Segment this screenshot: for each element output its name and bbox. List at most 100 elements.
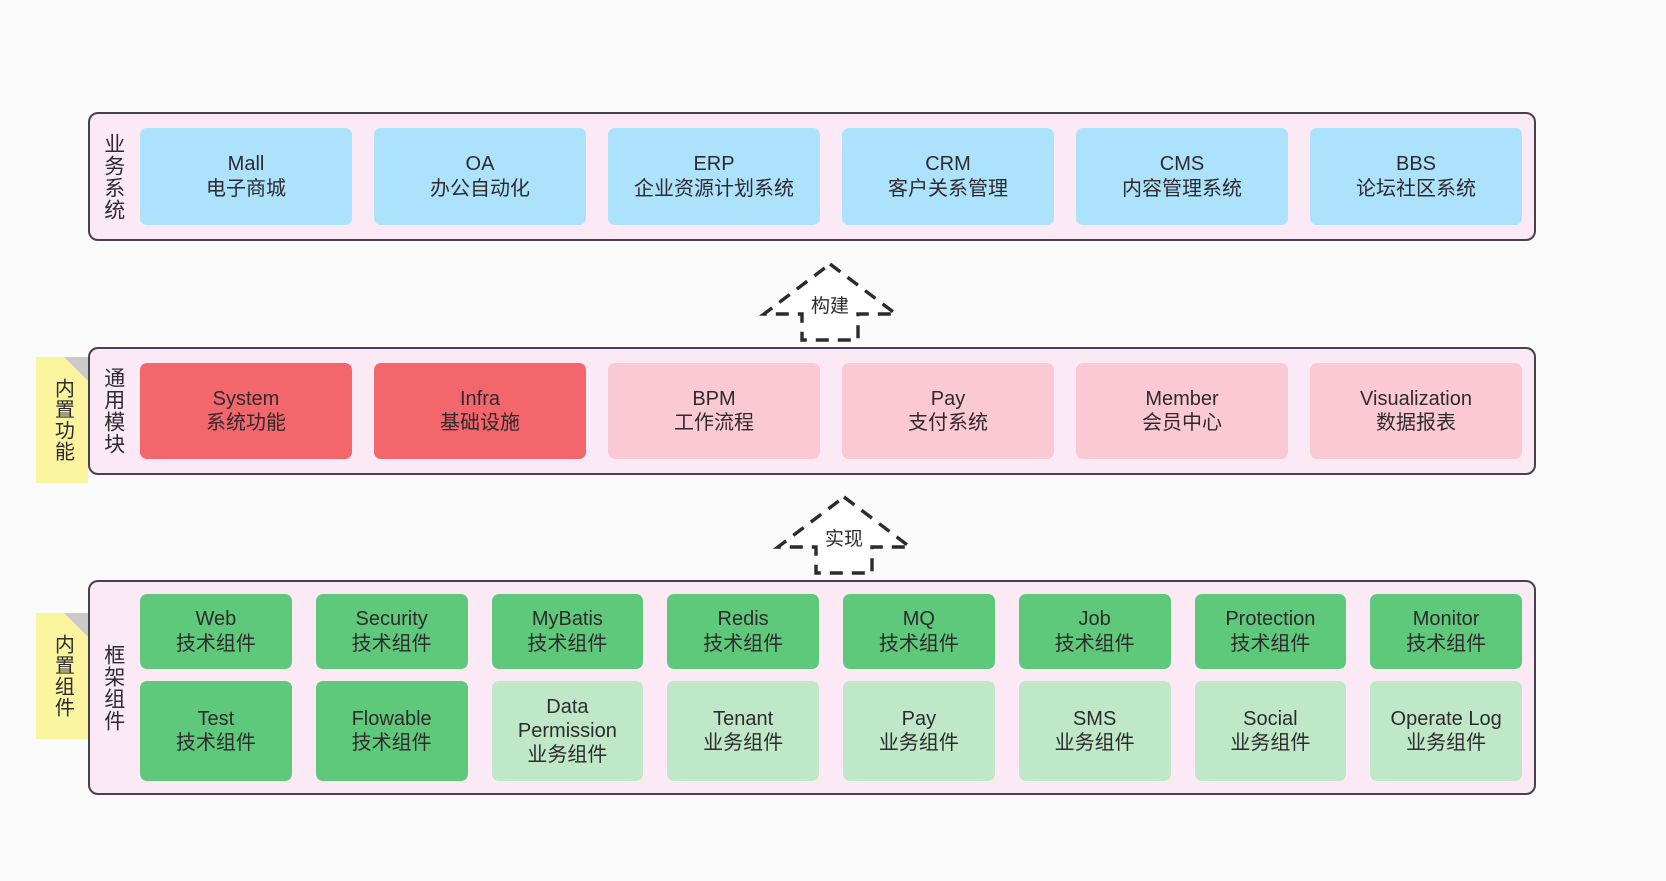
- card-protection[interactable]: Protection 技术组件: [1194, 594, 1347, 670]
- card-subtitle: 技术组件: [351, 732, 432, 755]
- card-infra[interactable]: Infra 基础设施: [374, 363, 586, 459]
- card-system[interactable]: System 系统功能: [140, 363, 352, 459]
- card-row: Mall 电子商城 OA 办公自动化 ERP 企业资源计划系统 CRM 客户关系…: [140, 128, 1522, 225]
- card-member[interactable]: Member 会员中心: [1076, 363, 1288, 459]
- layer-body-common-module: System 系统功能 Infra 基础设施 BPM 工作流程 Pay 支付系统…: [136, 349, 1534, 473]
- arrow-build-icon: [758, 261, 902, 342]
- card-title: Operate Log: [1390, 707, 1502, 730]
- card-redis[interactable]: Redis 技术组件: [667, 594, 819, 670]
- card-operate-log[interactable]: Operate Log 业务组件: [1370, 681, 1522, 782]
- card-title: System: [212, 387, 280, 410]
- layer-title-common-module: 通用模块: [101, 367, 125, 455]
- card-subtitle: 技术组件: [1406, 632, 1487, 655]
- card-title: Visualization: [1360, 387, 1472, 410]
- card-title: Infra: [459, 387, 501, 410]
- card-pay-business[interactable]: Pay 业务组件: [843, 681, 995, 782]
- card-subtitle: 基础设施: [440, 412, 520, 434]
- card-data-permission[interactable]: Data Permission 业务组件: [491, 681, 644, 782]
- card-row: Test 技术组件 Flowable 技术组件 Data Permission …: [140, 681, 1522, 782]
- card-title: Protection: [1225, 608, 1316, 631]
- card-subtitle: 支付系统: [908, 412, 988, 434]
- card-title: Pay: [901, 707, 937, 730]
- layer-business-system: 业务系统 Mall 电子商城 OA 办公自动化 ERP 企业资源计划系统 CRM…: [88, 112, 1536, 241]
- layer-title-framework-component: 框架组件: [101, 643, 125, 732]
- card-title: MQ: [902, 608, 935, 631]
- card-visualization[interactable]: Visualization 数据报表: [1310, 363, 1522, 459]
- card-subtitle: 办公自动化: [430, 177, 530, 200]
- card-subtitle: 业务组件: [527, 744, 608, 767]
- layer-common-module: 通用模块 System 系统功能 Infra 基础设施 BPM 工作流程 Pay…: [88, 347, 1536, 475]
- card-subtitle: 会员中心: [1142, 412, 1222, 434]
- card-crm[interactable]: CRM 客户关系管理: [842, 128, 1054, 225]
- card-subtitle: 技术组件: [878, 632, 959, 655]
- card-subtitle: 系统功能: [206, 412, 286, 434]
- card-flowable[interactable]: Flowable 技术组件: [315, 681, 468, 782]
- card-subtitle: 论坛社区系统: [1356, 177, 1476, 200]
- card-monitor[interactable]: Monitor 技术组件: [1370, 594, 1522, 670]
- card-title: Tenant: [713, 707, 774, 730]
- card-subtitle: 业务组件: [1230, 732, 1311, 755]
- card-web[interactable]: Web 技术组件: [140, 594, 292, 670]
- arrow-implement: [770, 491, 918, 577]
- arrow-implement-label: 实现: [824, 529, 863, 550]
- card-subtitle: 数据报表: [1376, 412, 1456, 434]
- arrow-implement-icon: [772, 494, 916, 575]
- card-title: Job: [1078, 608, 1111, 631]
- card-subtitle: 工作流程: [674, 412, 754, 434]
- card-title: MyBatis: [531, 608, 603, 631]
- card-title: Security: [355, 608, 428, 631]
- card-cms[interactable]: CMS 内容管理系统: [1076, 128, 1288, 225]
- card-subtitle: 客户关系管理: [888, 177, 1008, 200]
- layer-body-business-system: Mall 电子商城 OA 办公自动化 ERP 企业资源计划系统 CRM 客户关系…: [136, 114, 1534, 239]
- card-title: SMS: [1072, 707, 1117, 730]
- tag-builtin-component[interactable]: 内置组件: [36, 613, 88, 739]
- card-title: Member: [1145, 387, 1219, 410]
- card-erp[interactable]: ERP 企业资源计划系统: [608, 128, 820, 225]
- card-subtitle: 电子商城: [206, 177, 286, 200]
- tag-label: 内置功能: [51, 378, 74, 462]
- card-title: ERP: [693, 153, 735, 176]
- card-mq[interactable]: MQ 技术组件: [843, 594, 995, 670]
- card-pay[interactable]: Pay 支付系统: [842, 363, 1054, 459]
- card-sms[interactable]: SMS 业务组件: [1018, 681, 1171, 782]
- card-job[interactable]: Job 技术组件: [1018, 594, 1171, 670]
- card-mybatis[interactable]: MyBatis 技术组件: [491, 594, 644, 670]
- card-bbs[interactable]: BBS 论坛社区系统: [1310, 128, 1522, 225]
- card-title: Flowable: [351, 707, 432, 730]
- card-bpm[interactable]: BPM 工作流程: [608, 363, 820, 459]
- card-subtitle: 技术组件: [703, 632, 784, 655]
- card-social[interactable]: Social 业务组件: [1194, 681, 1347, 782]
- card-subtitle: 业务组件: [703, 732, 784, 755]
- card-title: Test: [197, 707, 235, 730]
- card-title: Social: [1243, 707, 1298, 730]
- card-title: CRM: [925, 153, 971, 176]
- card-tenant[interactable]: Tenant 业务组件: [667, 681, 819, 782]
- layer-title-business-system: 业务系统: [101, 132, 125, 221]
- card-subtitle: 技术组件: [175, 632, 256, 655]
- card-row: Web 技术组件 Security 技术组件 MyBatis 技术组件 Redi…: [140, 594, 1522, 670]
- card-subtitle: 业务组件: [1406, 732, 1487, 755]
- card-subtitle: 业务组件: [1054, 732, 1135, 755]
- card-mall[interactable]: Mall 电子商城: [140, 128, 352, 225]
- card-title: BPM: [692, 387, 736, 410]
- card-subtitle: 技术组件: [1054, 632, 1135, 655]
- card-title: Pay: [930, 387, 966, 410]
- card-subtitle: 技术组件: [175, 732, 256, 755]
- tag-builtin-function[interactable]: 内置功能: [36, 357, 88, 483]
- card-subtitle: 技术组件: [351, 632, 432, 655]
- card-row: System 系统功能 Infra 基础设施 BPM 工作流程 Pay 支付系统…: [140, 363, 1522, 459]
- card-security[interactable]: Security 技术组件: [315, 594, 468, 670]
- tag-label: 内置组件: [51, 634, 74, 718]
- card-test[interactable]: Test 技术组件: [140, 681, 292, 782]
- card-title: Mall: [227, 153, 265, 176]
- folded-corner-icon: [64, 613, 88, 637]
- card-oa[interactable]: OA 办公自动化: [374, 128, 586, 225]
- layer-framework-component: 框架组件 Web 技术组件 Security 技术组件 MyBatis 技术组件…: [88, 580, 1536, 795]
- card-title: OA: [465, 153, 495, 176]
- card-subtitle: 企业资源计划系统: [634, 177, 794, 200]
- arrow-build: [756, 258, 904, 344]
- card-title: Data Permission: [517, 695, 617, 742]
- card-subtitle: 技术组件: [1230, 632, 1311, 655]
- card-title: Monitor: [1412, 608, 1480, 631]
- card-title: BBS: [1395, 153, 1437, 176]
